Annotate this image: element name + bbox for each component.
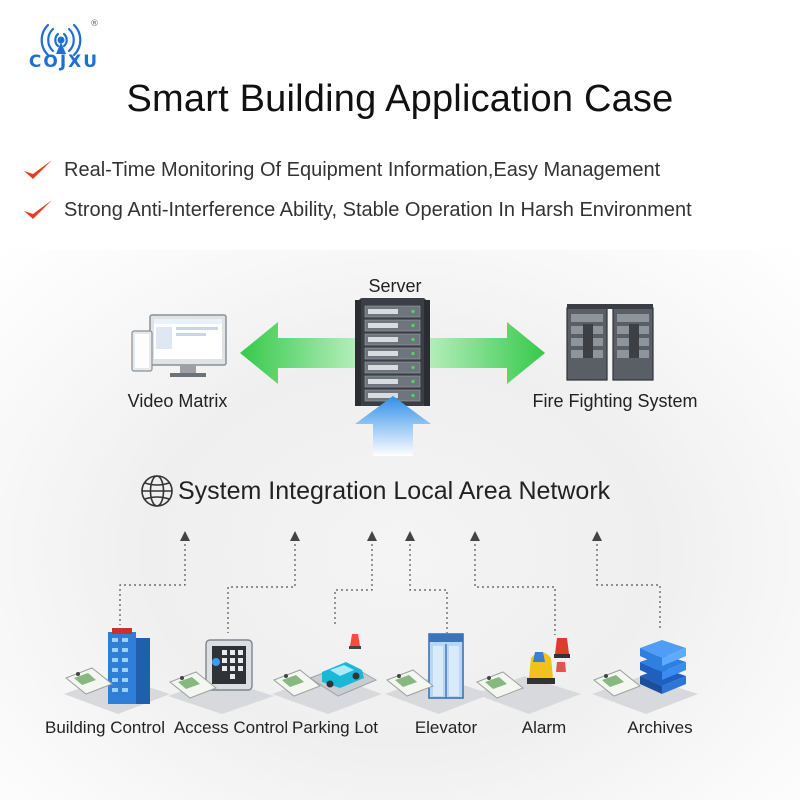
- module-board-icon: [65, 667, 113, 695]
- server-rack-icon: [355, 298, 430, 406]
- module-board-icon: [169, 671, 217, 699]
- lan-title: System Integration Local Area Network: [140, 473, 610, 509]
- arrow-up-icon: [355, 396, 431, 456]
- checkmark-icon: [24, 200, 52, 219]
- node-label-archives: Archives: [627, 718, 693, 737]
- signal-icon: [40, 23, 82, 57]
- fire-fighting-label: Fire Fighting System: [532, 391, 698, 411]
- lan-label: System Integration Local Area Network: [178, 476, 611, 505]
- arrow-left-icon: [240, 322, 360, 384]
- logo-text: COJXU: [28, 52, 100, 72]
- node-label-parking-lot: Parking Lot: [292, 718, 378, 737]
- globe-icon: [141, 475, 173, 507]
- node-label-alarm: Alarm: [521, 718, 567, 737]
- module-board-icon: [593, 669, 641, 697]
- connector-alarm: [474, 539, 556, 635]
- cojxu-logo: ®: [40, 19, 99, 57]
- arrow-right-icon: [425, 322, 545, 384]
- connector-elevator: [409, 539, 448, 633]
- module-board-icon: [386, 669, 434, 697]
- network-connectors: [119, 531, 661, 635]
- node-label-elevator: Elevator: [414, 718, 478, 737]
- connector-archives: [596, 539, 661, 629]
- feature-text: Strong Anti-Interference Ability, Stable…: [64, 198, 692, 221]
- node-label-access-control: Access Control: [173, 718, 289, 737]
- parking-lot-icon: [272, 634, 382, 714]
- access-control-icon: [168, 639, 274, 714]
- connector-access-control: [227, 539, 296, 633]
- connector-parking-lot: [334, 539, 373, 627]
- registered-mark: ®: [90, 19, 99, 29]
- building-control-icon: [64, 628, 170, 714]
- connector-building-control: [119, 539, 186, 625]
- monitor-icon: [131, 314, 227, 377]
- video-matrix-label: Video Matrix: [127, 391, 228, 411]
- feature-text: Real-Time Monitoring Of Equipment Inform…: [64, 158, 661, 181]
- module-board-icon: [476, 671, 524, 699]
- page-title: Smart Building Application Case: [126, 78, 674, 120]
- archives-database-icon: [592, 640, 698, 714]
- alarm-icon: [475, 638, 581, 714]
- checkmark-icon: [24, 160, 52, 179]
- fire-cabinet-icon: [566, 304, 654, 381]
- module-board-icon: [273, 669, 321, 697]
- server-label: Server: [368, 276, 422, 296]
- feature-item-2: Strong Anti-Interference Ability, Stable…: [22, 195, 692, 225]
- elevator-icon: [385, 633, 491, 714]
- node-label-building-control: Building Control: [44, 718, 165, 737]
- feature-item-1: Real-Time Monitoring Of Equipment Inform…: [22, 155, 660, 185]
